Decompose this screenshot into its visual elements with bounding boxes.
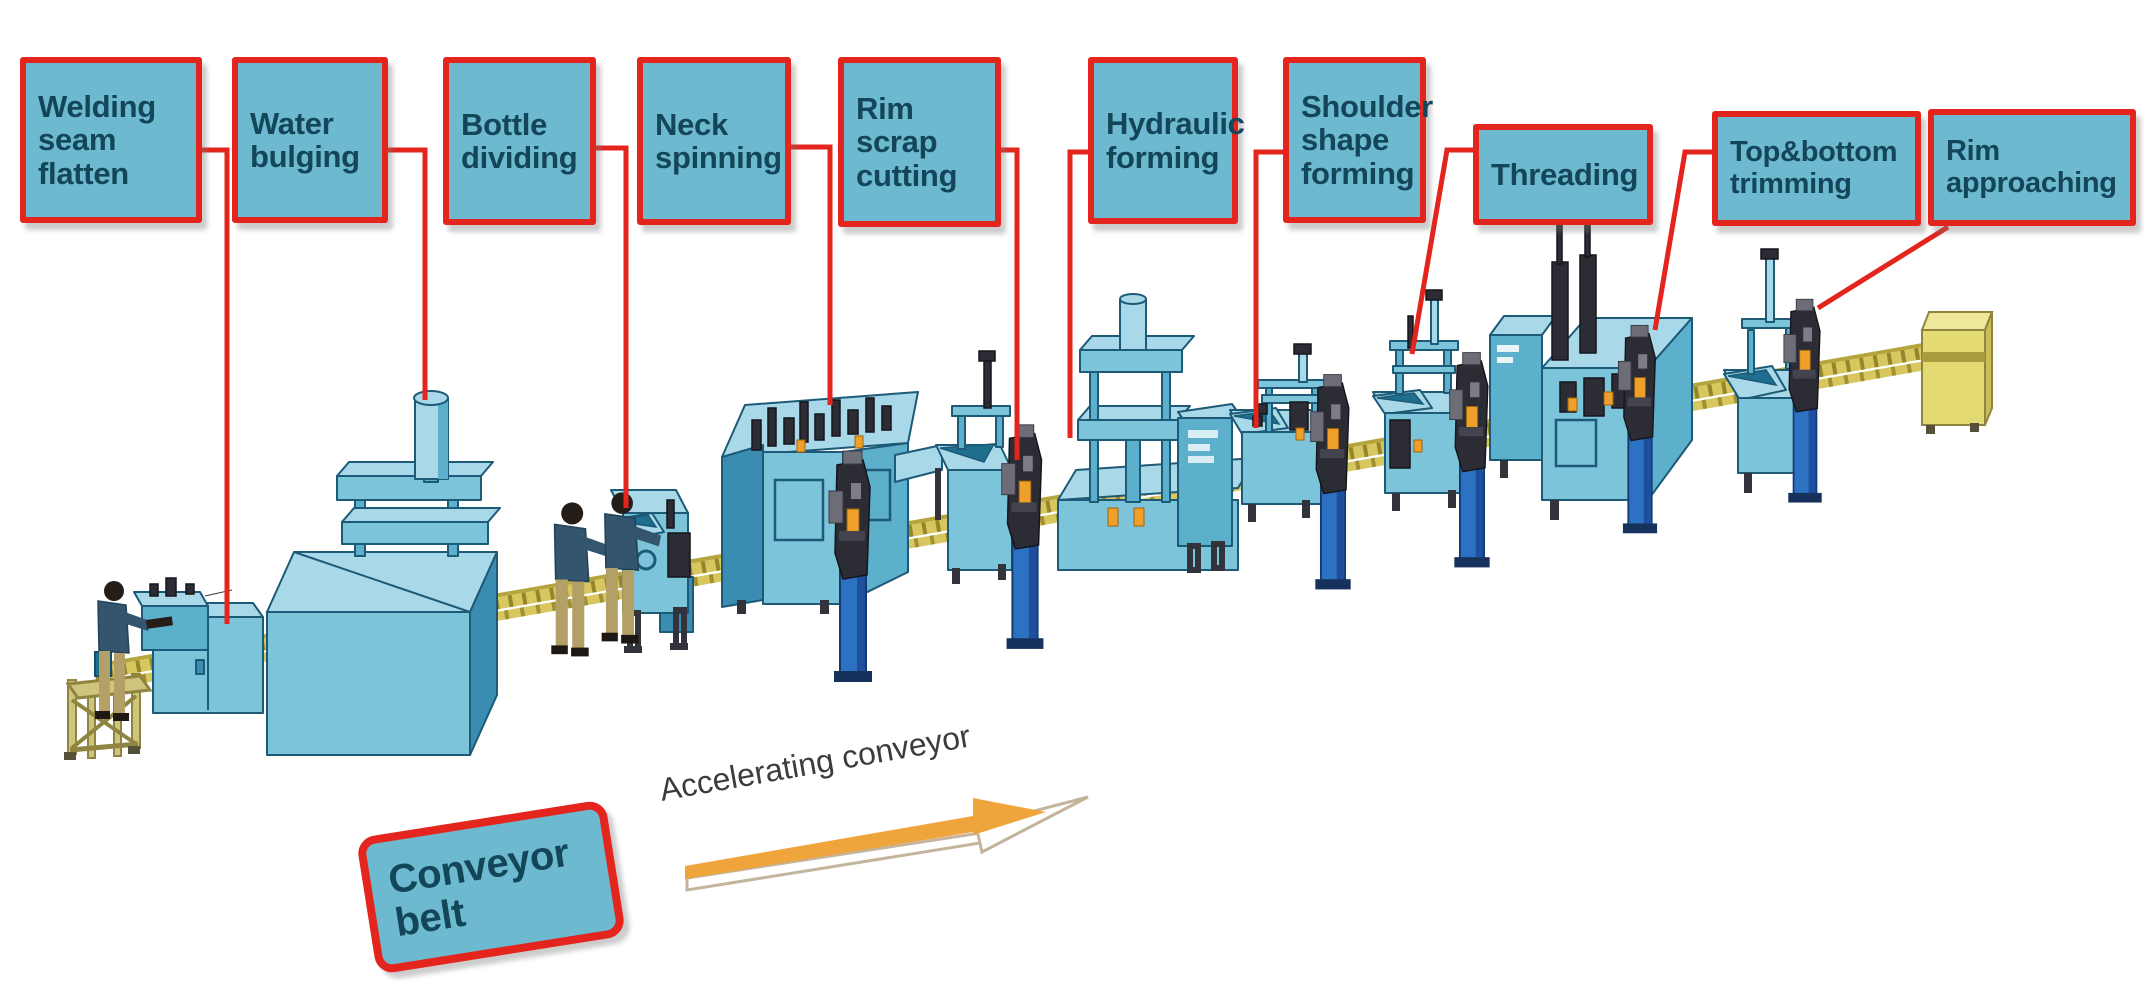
label-text: Shoulder shape forming — [1301, 88, 1433, 191]
label-neck-spinning: Neck spinning — [637, 57, 791, 225]
machine-welding-seam-flatten — [133, 577, 264, 714]
machine-threading — [1372, 289, 1464, 511]
label-text: Neck spinning — [655, 106, 782, 175]
leader-lines — [202, 144, 1950, 624]
machine-water-bulging — [266, 390, 501, 756]
label-text: Top&bottom trimming — [1730, 136, 1898, 200]
label-text: Conveyor belt — [385, 830, 573, 946]
label-threading: Threading — [1473, 124, 1653, 225]
label-top-bottom-trimming: Top&bottom trimming — [1712, 111, 1921, 226]
label-text: Bottle dividing — [461, 106, 578, 175]
machine-hydraulic-forming — [1057, 293, 1257, 573]
label-shoulder-shape-forming: Shoulder shape forming — [1283, 57, 1433, 223]
label-welding-seam-flatten: Welding seam flatten — [20, 57, 202, 223]
label-text: Rim approaching — [1946, 135, 2117, 199]
accelerating-conveyor-arrow — [685, 795, 1089, 892]
label-text: Rim scrap cutting — [856, 90, 958, 193]
worker — [94, 580, 173, 722]
machine-bottle-press — [935, 350, 1013, 584]
label-text: Water bulging — [250, 105, 360, 174]
end-cabinet — [1920, 311, 1994, 434]
label-text: Threading — [1491, 156, 1639, 192]
label-text: Hydraulic forming — [1106, 106, 1245, 175]
label-bottle-dividing: Bottle dividing — [443, 57, 596, 225]
label-hydraulic-forming: Hydraulic forming — [1088, 57, 1245, 224]
machine-top-bottom-trimming — [1489, 198, 1693, 520]
workers — [94, 491, 662, 722]
label-rim-approaching: Rim approaching — [1928, 109, 2136, 226]
label-text: Welding seam flatten — [38, 88, 156, 191]
label-rim-scrap-cutting: Rim scrap cutting — [838, 57, 1001, 227]
label-water-bulging: Water bulging — [232, 57, 388, 223]
